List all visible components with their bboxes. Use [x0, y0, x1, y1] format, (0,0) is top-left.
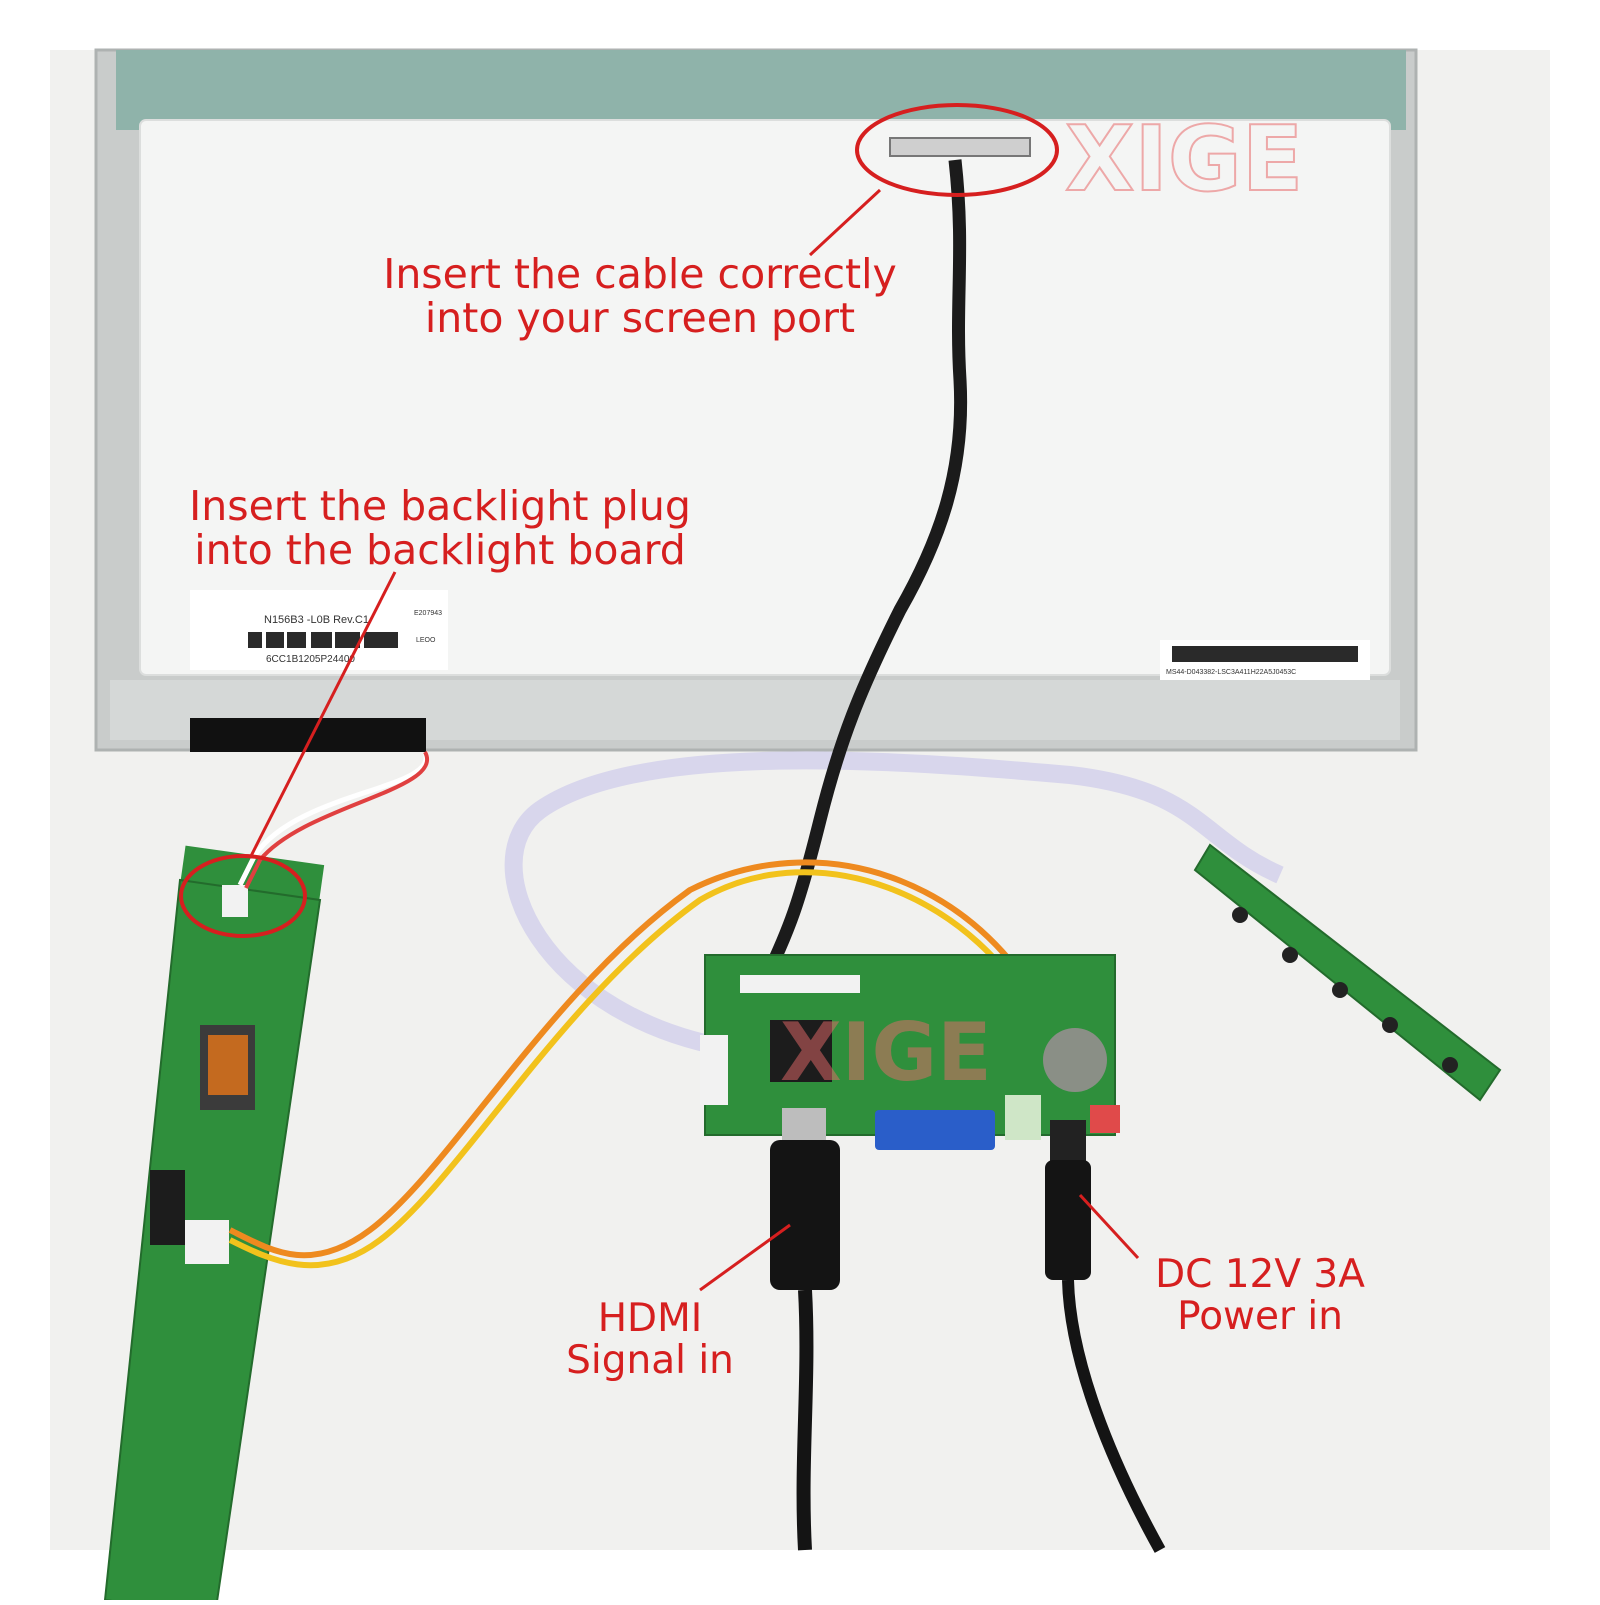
leoo-text: LEOO — [416, 637, 436, 644]
annotations — [179, 103, 1140, 1292]
backlight-wire-red — [244, 751, 430, 889]
panel-pcb-strip — [116, 50, 1406, 130]
main-chip — [770, 1020, 832, 1082]
driver-board — [700, 954, 1120, 1150]
audio-jack — [1005, 1095, 1041, 1140]
callout-insert-cable: Insert the cable correctly into your scr… — [360, 252, 920, 341]
callout-hdmi-line-2: Signal in — [566, 1338, 734, 1384]
hdmi-cable — [770, 1140, 840, 1551]
keypad-board — [1193, 843, 1502, 1102]
power-wire-yellow — [228, 869, 1043, 1269]
highlight-screen-port — [855, 103, 1059, 197]
lvds-socket — [740, 975, 860, 993]
callout-hdmi: HDMI Signal in — [540, 1296, 760, 1384]
inverter-power-socket — [185, 1220, 229, 1264]
watermark-board: XIGE — [780, 1006, 992, 1099]
callout-backlight-line-1: Insert the backlight plug — [189, 482, 691, 530]
keypad-ribbon-cable — [504, 751, 1284, 1059]
callout-power: DC 12V 3A Power in — [1130, 1252, 1390, 1340]
panel-model-label — [190, 590, 448, 670]
pointer-backlight — [248, 571, 397, 859]
callout-backlight-plug: Insert the backlight plug into the backl… — [160, 484, 720, 573]
inverter-power-header — [1090, 1105, 1120, 1133]
inverter-chip — [150, 1170, 185, 1245]
panel-back — [139, 119, 1391, 676]
callout-backlight-line-2: into the backlight board — [194, 526, 686, 575]
vga-port — [875, 1110, 995, 1150]
panel-model-text: N156B3 -L0B Rev.C1 — [264, 614, 369, 626]
speaker-pad — [1043, 1028, 1107, 1092]
highlight-backlight-plug — [179, 854, 307, 938]
left-barcode — [248, 632, 398, 648]
pointer-cable — [808, 188, 882, 257]
callout-power-line-1: DC 12V 3A — [1155, 1252, 1365, 1297]
lcd-panel: N156B3 -L0B Rev.C1 6CC1B1205P24400 E2079… — [94, 48, 1418, 752]
watermark-top: XIGE — [1065, 107, 1303, 212]
callout-cable-line-1: Insert the cable correctly — [383, 250, 897, 298]
ul-code-text: E207943 — [414, 610, 442, 617]
right-barcode — [1172, 646, 1358, 662]
screen-port-connector — [889, 137, 1031, 157]
keypad-socket — [700, 1035, 728, 1105]
power-wire-orange — [228, 859, 1053, 1259]
callout-power-line-2: Power in — [1177, 1294, 1343, 1340]
backlight-wire-white — [237, 751, 429, 887]
backlight-socket — [222, 885, 248, 917]
callout-hdmi-line-1: HDMI — [597, 1296, 703, 1341]
right-barcode-text: MS44-D043382-LSC3A411H22A5J0453C — [1166, 669, 1296, 676]
panel-serial-text: 6CC1B1205P24400 — [266, 654, 355, 665]
callout-cable-line-2: into your screen port — [424, 294, 856, 343]
pointer-power — [1078, 1193, 1140, 1260]
dc-power-cable — [1045, 1120, 1166, 1553]
pointer-hdmi — [699, 1223, 791, 1292]
